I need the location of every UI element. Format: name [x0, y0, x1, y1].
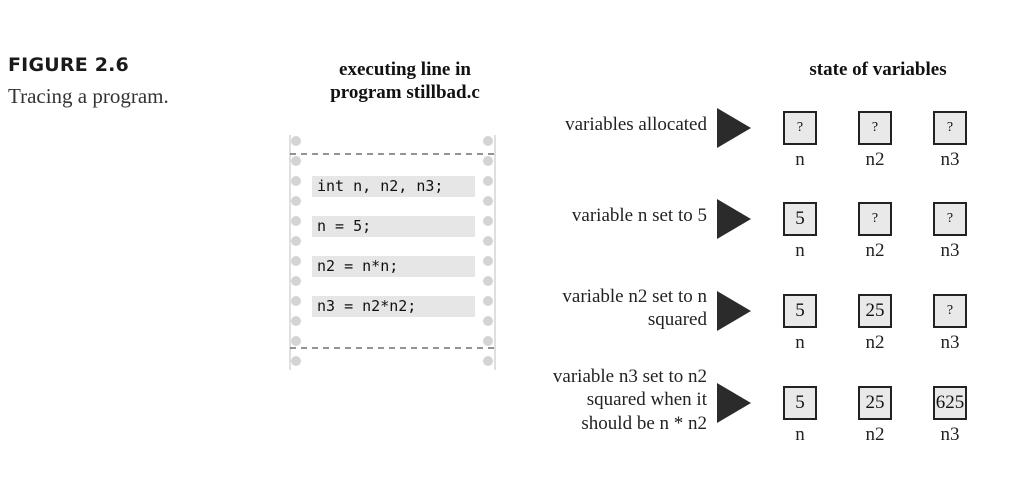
sprocket-hole-right [483, 216, 493, 226]
variable-name-n2: n2 [865, 424, 885, 445]
sprocket-hole-left [291, 296, 301, 306]
variable-box-n: 5 [783, 386, 817, 420]
variable-name-n2: n2 [865, 332, 885, 353]
sprocket-hole-left [291, 356, 301, 366]
variable-box-n: 5 [783, 294, 817, 328]
variable-box-n3: ? [933, 111, 967, 145]
step-label-line: variable n2 set to n [562, 285, 707, 307]
sprocket-hole-right [483, 276, 493, 286]
sprocket-hole-right [483, 356, 493, 366]
step-arrow-icon [717, 199, 751, 239]
variable-name-n3: n3 [940, 424, 960, 445]
variable-name-n: n [795, 332, 805, 353]
variable-name-n: n [795, 424, 805, 445]
step-arrow-icon [717, 383, 751, 423]
step-label-line: variable n3 set to n2 [552, 365, 707, 387]
variable-name-n3: n3 [940, 149, 960, 170]
sprocket-hole-left [291, 196, 301, 206]
step-arrow-icon [717, 108, 751, 148]
code-line-assign-n2: n2 = n*n; [312, 256, 475, 277]
step-label-line: should be n * n2 [581, 412, 707, 434]
sprocket-hole-right [483, 136, 493, 146]
variable-box-n2: ? [858, 202, 892, 236]
step-label-line: variable n set to 5 [571, 205, 707, 227]
film-strip [289, 135, 496, 370]
variable-box-n2: 25 [858, 386, 892, 420]
film-strip-frame [289, 135, 496, 370]
code-line-assign-n3: n3 = n2*n2; [312, 296, 475, 317]
variable-name-n3: n3 [940, 240, 960, 261]
variable-name-n: n [795, 240, 805, 261]
sprocket-hole-right [483, 236, 493, 246]
variable-box-n: 5 [783, 202, 817, 236]
sprocket-hole-left [291, 256, 301, 266]
variable-box-n3: ? [933, 202, 967, 236]
executing-line-header: executing line in program stillbad.c [330, 59, 480, 103]
sprocket-hole-right [483, 316, 493, 326]
sprocket-hole-left [291, 176, 301, 186]
sprocket-hole-left [291, 336, 301, 346]
figure-label: FIGURE 2.6 [8, 54, 129, 76]
step-label-line: squared [647, 309, 707, 330]
sprocket-hole-right [483, 196, 493, 206]
sprocket-hole-right [483, 156, 493, 166]
sprocket-hole-right [483, 176, 493, 186]
step-label-line: variables allocated [565, 114, 707, 136]
step-label: variable n set to 5 [520, 204, 707, 228]
sprocket-hole-left [291, 236, 301, 246]
sprocket-hole-left [291, 276, 301, 286]
variable-name-n: n [795, 149, 805, 170]
sprocket-hole-left [291, 156, 301, 166]
variable-box-n3: ? [933, 294, 967, 328]
variable-name-n2: n2 [865, 149, 885, 170]
variable-box-n2: 25 [858, 294, 892, 328]
variable-box-n2: ? [858, 111, 892, 145]
sprocket-hole-left [291, 136, 301, 146]
code-line-declare: int n, n2, n3; [312, 176, 475, 197]
sprocket-hole-left [291, 216, 301, 226]
sprocket-hole-left [291, 316, 301, 326]
state-of-variables-header: state of variables [809, 59, 947, 80]
step-label: variables allocated [520, 113, 707, 137]
variable-box-n: ? [783, 111, 817, 145]
sprocket-hole-right [483, 296, 493, 306]
variable-box-n3: 625 [933, 386, 967, 420]
sprocket-hole-right [483, 336, 493, 346]
code-line-assign-n: n = 5; [312, 216, 475, 237]
variable-name-n2: n2 [865, 240, 885, 261]
step-arrow-icon [717, 291, 751, 331]
sprocket-hole-right [483, 256, 493, 266]
sprocket-holes [291, 136, 493, 366]
variable-name-n3: n3 [940, 332, 960, 353]
step-label-line: squared when it [586, 389, 707, 411]
figure-caption: Tracing a program. [8, 84, 169, 108]
